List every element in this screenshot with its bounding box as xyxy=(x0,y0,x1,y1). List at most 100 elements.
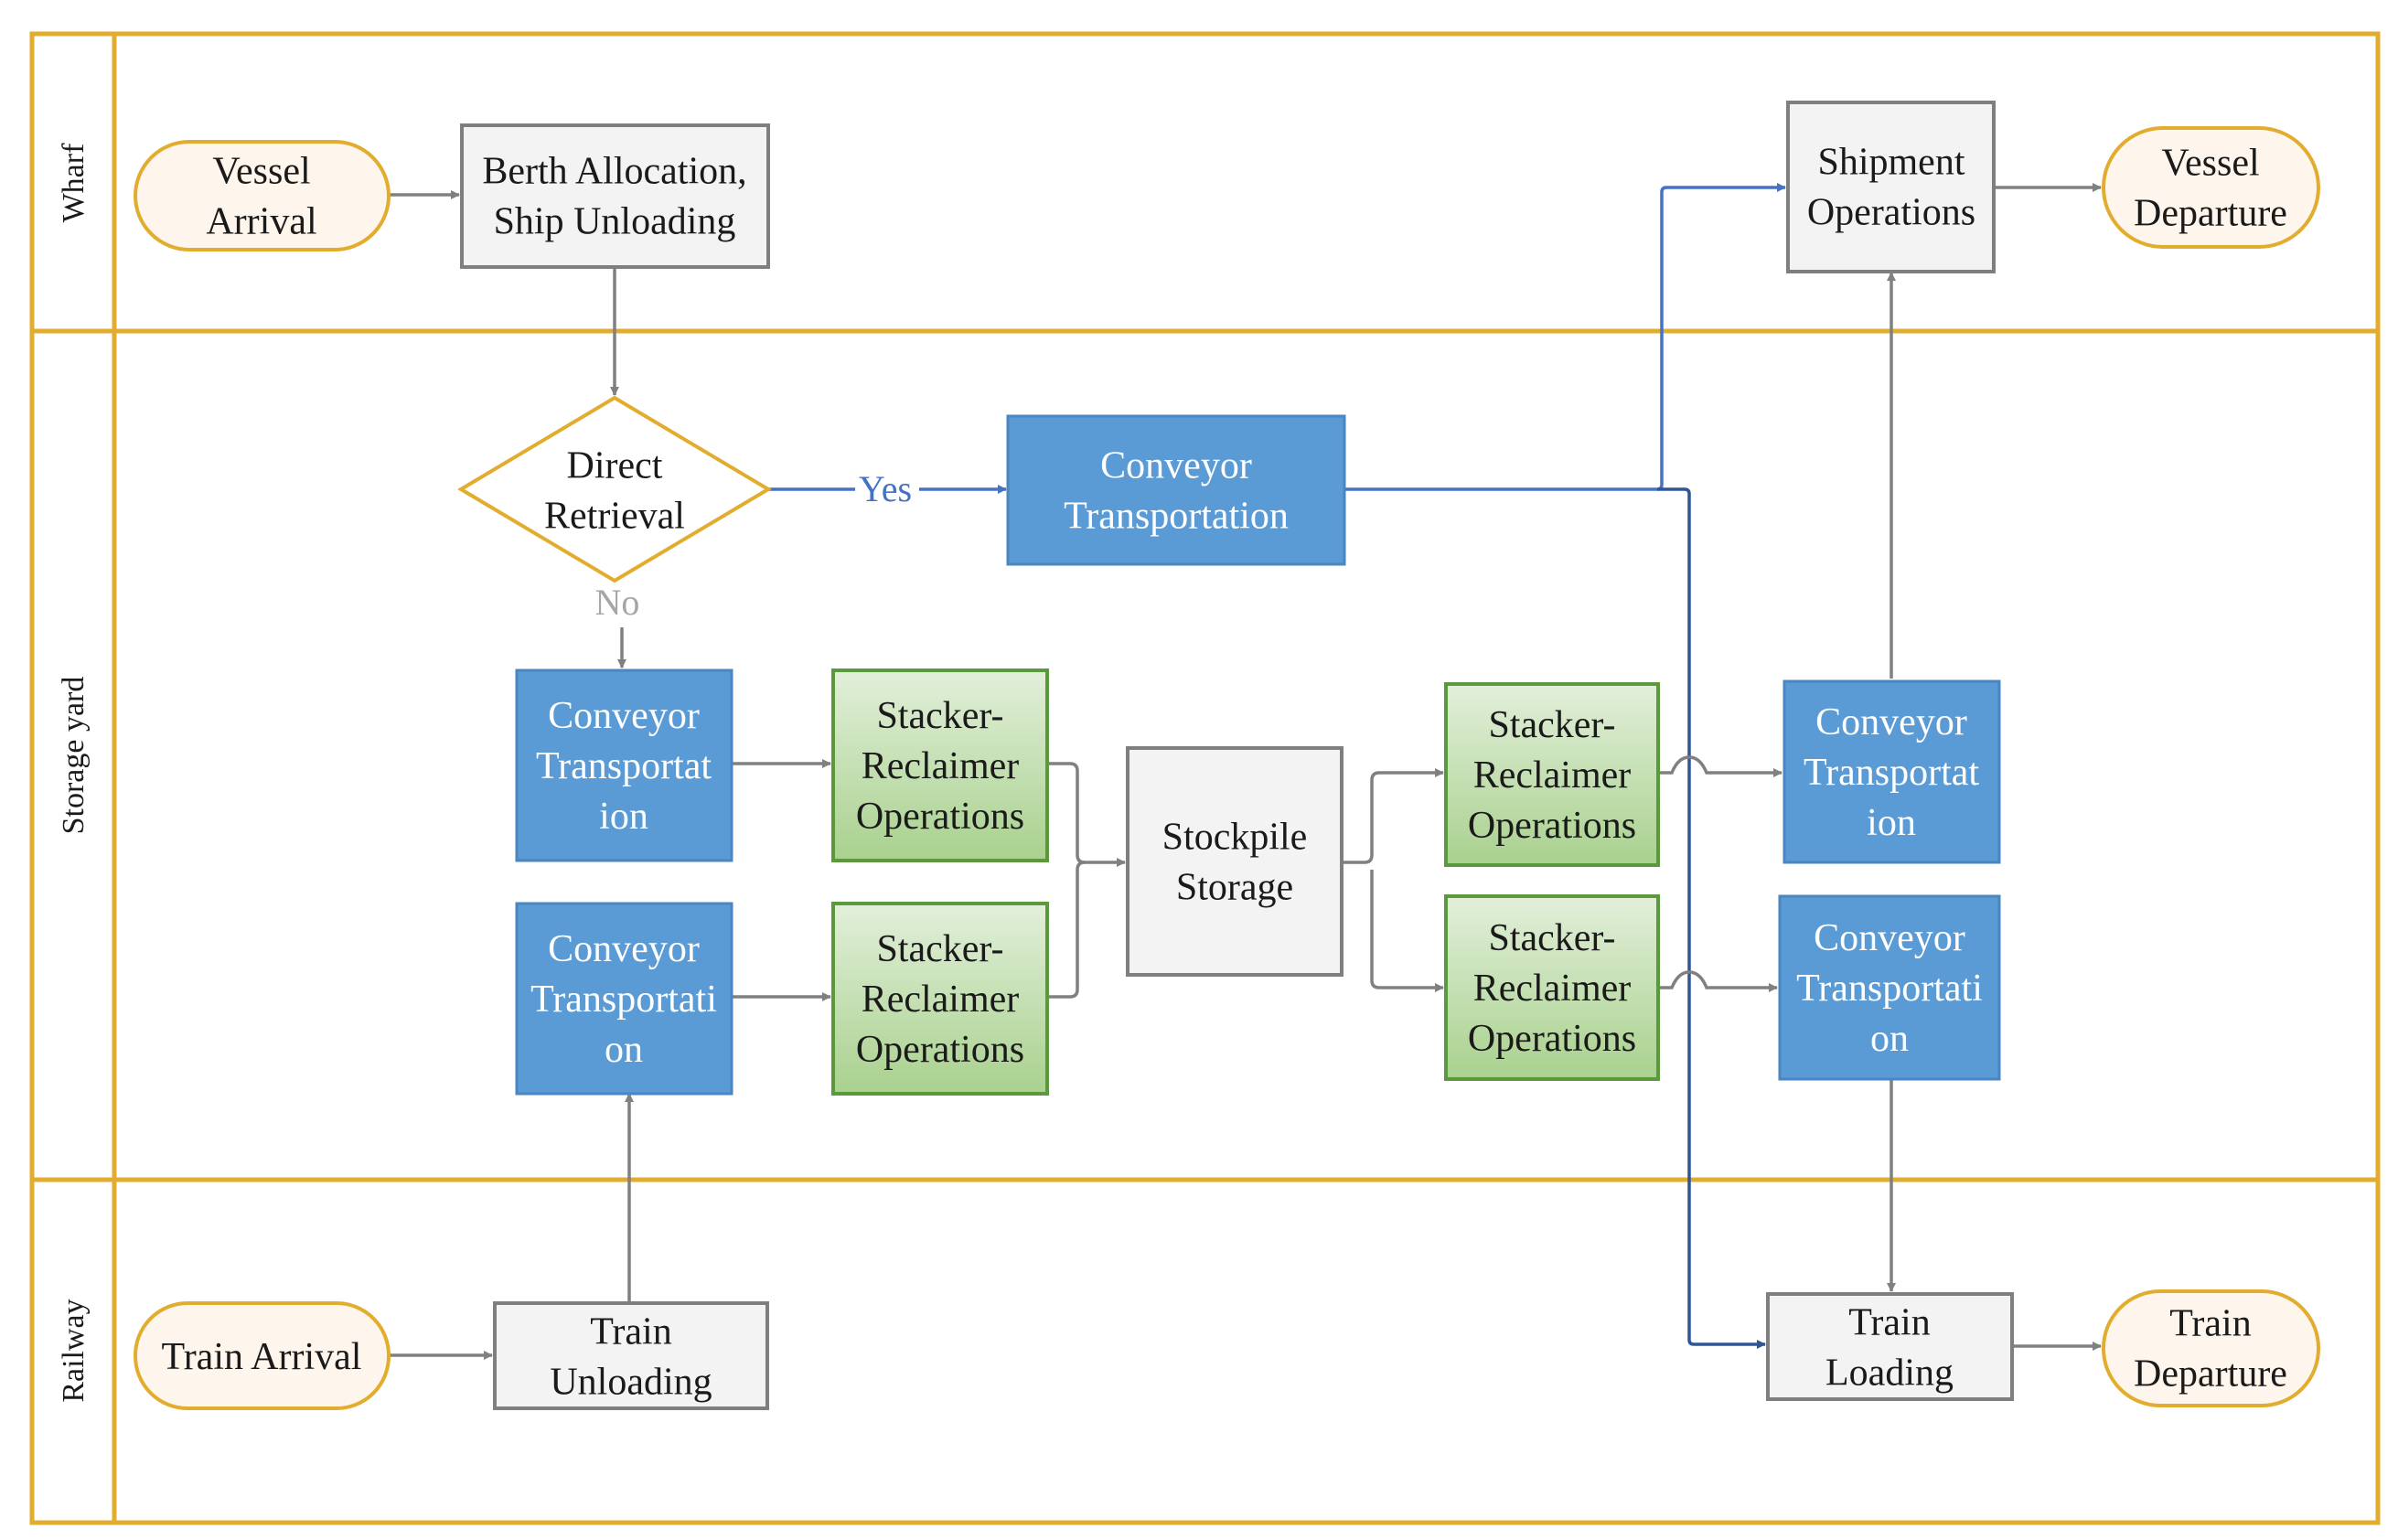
node-label-line: Reclaimer xyxy=(1473,968,1632,1010)
swimlane-frame: Wharf Storage yard Railway xyxy=(29,31,2381,1525)
node-label-line: Operations xyxy=(1468,805,1636,847)
node-train-arrival: Train Arrival xyxy=(134,1301,391,1410)
node-label-line: Train xyxy=(1848,1302,1930,1344)
node-label-line: Conveyor xyxy=(1100,445,1252,487)
node-label-line: Conveyor xyxy=(1814,917,1965,959)
node-label-line: Reclaimer xyxy=(862,979,1020,1021)
node-label-line: Operations xyxy=(1807,192,1975,234)
edge-conveyor-to-shipment xyxy=(1344,183,1786,491)
edge-stacker-out-2-to-conveyor xyxy=(1658,970,1778,992)
process-shape xyxy=(1126,746,1344,977)
edges: Yes No xyxy=(389,183,2102,1360)
lane-outer-border xyxy=(29,31,2381,1525)
lane-label-wharf: Wharf xyxy=(57,143,91,223)
process-shape xyxy=(1444,894,1660,1081)
edge-stacker-out-1-to-conveyor xyxy=(1658,755,1782,777)
node-label-line: Unloading xyxy=(550,1362,712,1404)
terminal-shape xyxy=(134,1301,391,1410)
node-label-line: Operations xyxy=(856,796,1024,838)
node-label-line: Conveyor xyxy=(548,695,700,737)
node-label-line: Stacker- xyxy=(876,928,1003,970)
lane-label-storage-yard: Storage yard xyxy=(57,677,91,835)
node-label-line: Loading xyxy=(1825,1353,1954,1395)
node-label-line: Train xyxy=(590,1311,671,1353)
node-label-line: Retrieval xyxy=(544,496,685,538)
node-label-line: Arrival xyxy=(206,201,316,243)
node-label-line: Reclaimer xyxy=(1473,754,1632,797)
node-label-line: Transportat xyxy=(1804,752,1979,794)
node-label: Berth Allocation, Ship Unloading xyxy=(482,151,746,243)
node-label-line: on xyxy=(605,1029,643,1071)
node-label-line: Operations xyxy=(856,1029,1024,1071)
terminal-shape xyxy=(2102,126,2320,249)
process-shape xyxy=(1006,414,1346,566)
edge-label-yes: Yes xyxy=(859,468,912,509)
process-shape xyxy=(831,902,1049,1096)
lane-label-railway: Railway xyxy=(57,1299,91,1402)
edge-stockpile-to-stacker-out-1 xyxy=(1342,768,1444,864)
node-label-line: Stacker- xyxy=(876,695,1003,737)
process-shape xyxy=(515,902,733,1096)
process-shape xyxy=(460,123,770,269)
edge-stacker-in-1-to-stockpile xyxy=(1047,762,1126,867)
edge-label-no: No xyxy=(595,582,640,623)
node-label-line: Departure xyxy=(2134,193,2287,235)
process-shape xyxy=(493,1301,769,1410)
node-label-line: Stacker- xyxy=(1488,917,1615,959)
node-label-line: Berth Allocation, xyxy=(482,151,746,193)
node-label-line: Transportat xyxy=(536,745,712,787)
node-berth-allocation: Berth Allocation, Ship Unloading xyxy=(460,123,770,269)
node-label-line: Conveyor xyxy=(1815,701,1967,743)
node-label-line: Stacker- xyxy=(1488,704,1615,746)
terminal-shape xyxy=(134,140,391,251)
edge-stockpile-to-stacker-out-2 xyxy=(1370,870,1444,992)
node-label-line: Storage xyxy=(1176,867,1293,909)
node-label-line: Train Arrival xyxy=(162,1336,362,1378)
node-label-line: ion xyxy=(599,796,648,838)
node-label: Train Arrival xyxy=(162,1336,362,1378)
node-label-line: Transportati xyxy=(530,979,717,1021)
decision-shape xyxy=(457,395,772,583)
node-label-line: Conveyor xyxy=(548,928,700,970)
process-shape xyxy=(515,668,733,862)
node-label-line: on xyxy=(1870,1018,1909,1060)
node-label-line: Vessel xyxy=(2161,143,2259,185)
process-shape xyxy=(1782,679,2001,864)
node-label-line: Train xyxy=(2169,1303,2251,1345)
node-label-line: Direct xyxy=(567,445,663,487)
node-label-line: Ship Unloading xyxy=(494,201,736,243)
process-shape xyxy=(1778,894,2001,1081)
node-label-line: ion xyxy=(1867,802,1916,844)
node-label-line: Stockpile xyxy=(1162,817,1308,859)
process-shape xyxy=(831,668,1049,862)
